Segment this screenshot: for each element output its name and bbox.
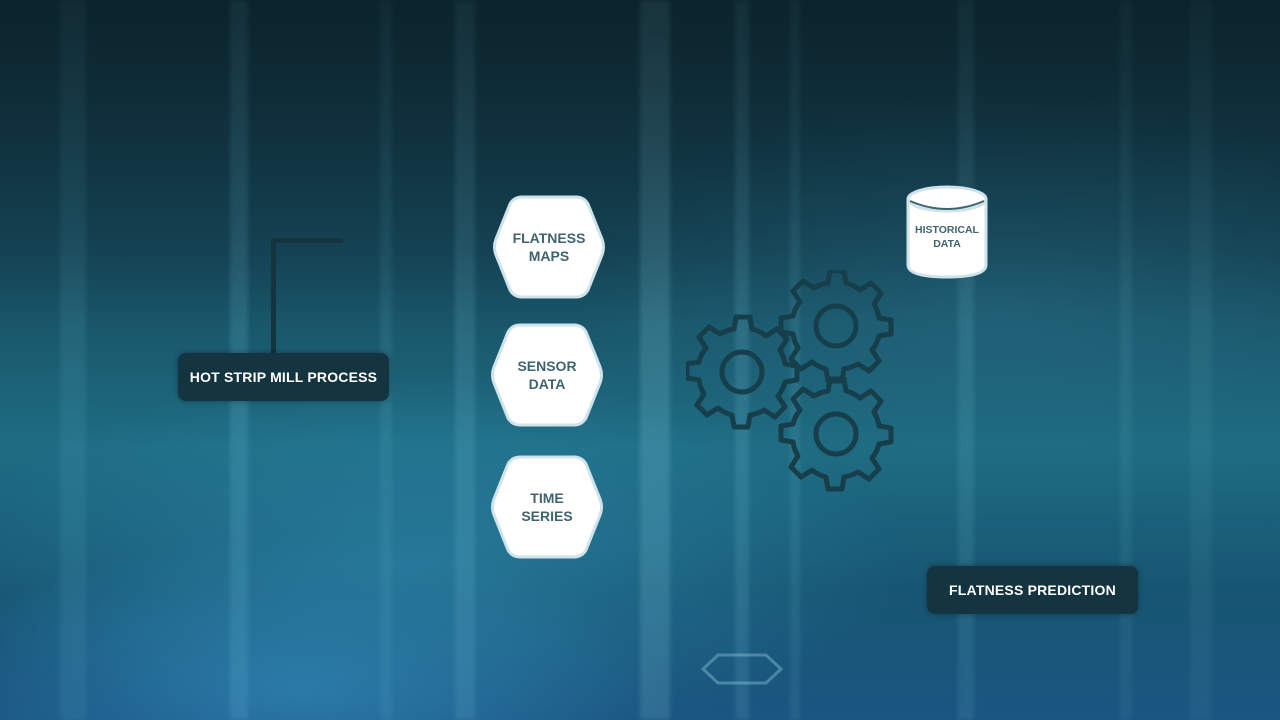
flatness-maps-node: FLATNESS MAPS <box>492 193 606 301</box>
connector-line <box>271 238 343 243</box>
hexagon-outline <box>700 653 784 685</box>
hexagon-shape <box>491 323 603 427</box>
output-box: FLATNESS PREDICTION <box>927 566 1138 614</box>
hexagon-shape <box>493 195 605 299</box>
gears-icon <box>686 270 896 492</box>
gear-icon <box>781 379 891 489</box>
hexagon-shape <box>491 455 603 559</box>
connector-line <box>271 238 276 354</box>
sensor-data-label: SENSOR DATA <box>517 358 577 392</box>
gear-icon <box>781 271 891 381</box>
historical-data-label: HISTORICAL DATA <box>915 224 979 250</box>
output-label: FLATNESS PREDICTION <box>949 582 1116 598</box>
database-icon <box>906 185 988 279</box>
process-label: HOT STRIP MILL PROCESS <box>189 369 378 385</box>
process-box: HOT STRIP MILL PROCESS <box>178 353 389 401</box>
historical-data-node: HISTORICAL DATA <box>904 183 990 281</box>
flatness-maps-label: FLATNESS MAPS <box>512 230 586 264</box>
time-series-label: TIME SERIES <box>521 490 573 524</box>
sensor-data-node: SENSOR DATA <box>490 321 604 429</box>
time-series-node: TIME SERIES <box>490 453 604 561</box>
